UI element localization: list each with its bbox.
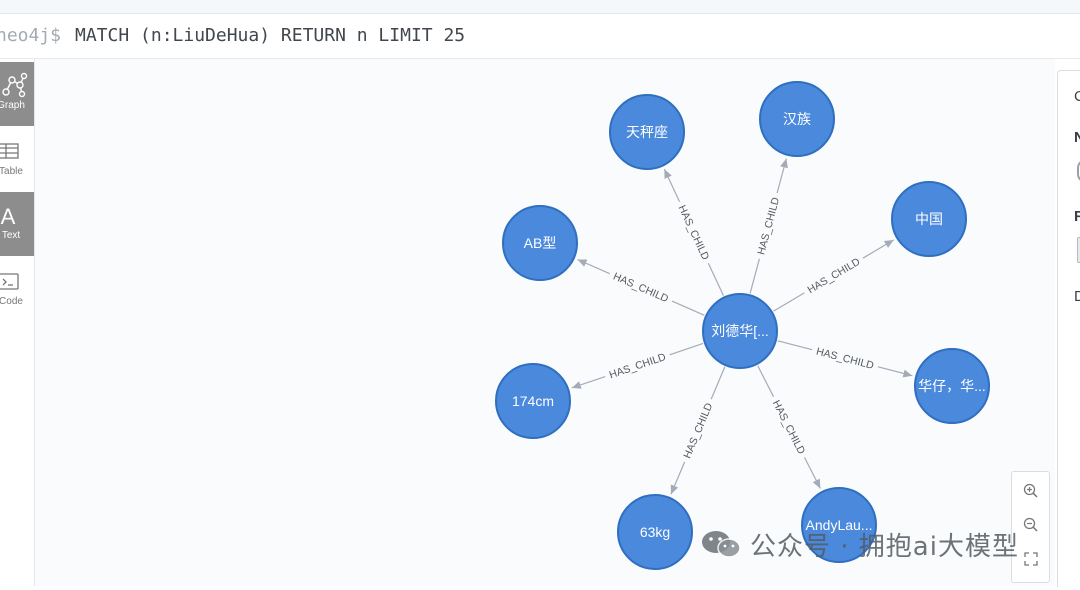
graph-node-label: AB型 <box>524 235 557 251</box>
relationship-line[interactable] <box>777 340 813 351</box>
zoom-in-icon <box>1023 483 1038 498</box>
relationship-line[interactable] <box>669 342 704 356</box>
graph-node-center[interactable] <box>702 293 778 369</box>
zoom-out-button[interactable] <box>1012 508 1049 542</box>
relationship-label: HAS_CHILD <box>815 346 875 372</box>
relationship-arrow[interactable] <box>571 376 606 389</box>
relationship-label: HAS_CHILD <box>770 398 808 456</box>
tab-code-label: Code <box>0 296 23 307</box>
query-text[interactable]: MATCH (n:LiuDeHua) RETURN n LIMIT 25 <box>75 25 466 46</box>
watermark: 公众号 · 拥抱ai大模型 <box>700 524 1019 564</box>
graph-node-center-label: 刘德华[... <box>711 323 769 339</box>
graph-node[interactable] <box>495 363 571 439</box>
relationship-label: HAS_CHILD <box>676 203 712 262</box>
relationship-line[interactable] <box>671 300 705 316</box>
fit-button[interactable] <box>1012 542 1049 576</box>
graph-icon <box>0 70 34 100</box>
relationship-arrow[interactable] <box>577 258 611 275</box>
inspector-panel: C N R D <box>1057 70 1080 587</box>
graph-node-label: 174cm <box>512 393 554 409</box>
relationship-arrow[interactable] <box>877 366 913 378</box>
inspector-letter-d: D <box>1074 288 1080 305</box>
graph-node[interactable] <box>801 487 877 563</box>
relationship-label: HAS_CHILD <box>805 256 862 297</box>
relationship-arrow[interactable] <box>862 239 895 259</box>
zoom-controls <box>1011 471 1050 583</box>
watermark-text: 公众号 · 拥抱ai大模型 <box>750 531 1019 562</box>
table-icon <box>0 136 34 166</box>
tab-text-label: Text <box>1 230 21 241</box>
inspector-letter-n: N <box>1074 129 1080 146</box>
relationship-label: HAS_CHILD <box>755 196 782 256</box>
relationship-line[interactable] <box>710 366 726 400</box>
tab-table-label: Table <box>0 166 23 177</box>
graph-node-label: 华仔，华... <box>918 378 986 394</box>
view-switcher: Graph Table A Text <box>0 59 35 586</box>
relationship-label: HAS_CHILD <box>611 271 670 306</box>
relationship-line[interactable] <box>757 365 775 398</box>
code-icon <box>0 266 34 296</box>
tab-graph[interactable]: Graph <box>0 62 34 126</box>
relationship-arrow[interactable] <box>803 457 821 489</box>
inspector-letter-r: R <box>1074 208 1080 225</box>
tab-graph-label: Graph <box>0 100 25 111</box>
graph-node[interactable] <box>891 181 967 257</box>
zoom-out-icon <box>1023 517 1038 532</box>
graph-node[interactable] <box>502 205 578 281</box>
graph-node[interactable] <box>609 94 685 170</box>
graph-node-label: 天秤座 <box>626 124 668 140</box>
relationship-line[interactable] <box>707 262 725 296</box>
tab-text[interactable]: A Text <box>0 192 34 256</box>
inspector-letter-c: C <box>1074 88 1080 105</box>
graph-node[interactable] <box>617 494 693 570</box>
graph-node[interactable] <box>759 81 835 157</box>
wechat-icon <box>702 531 741 558</box>
relationship-arrow[interactable] <box>776 158 788 194</box>
query-editor[interactable]: neo4j$ MATCH (n:LiuDeHua) RETURN n LIMIT… <box>0 14 1080 59</box>
relationship-label: HAS_CHILD <box>608 351 668 381</box>
graph-node[interactable] <box>914 348 990 424</box>
graph-node-label: 63kg <box>640 524 670 540</box>
relationship-line[interactable] <box>749 258 760 294</box>
svg-text:A: A <box>1 204 16 229</box>
zoom-in-button[interactable] <box>1012 474 1049 508</box>
text-icon: A <box>0 200 34 230</box>
relationship-arrow[interactable] <box>670 461 686 495</box>
relationship-arrow[interactable] <box>663 168 681 202</box>
inspector-rel-pill[interactable] <box>1077 237 1080 263</box>
top-strip <box>0 0 1080 14</box>
relationship-line[interactable] <box>773 292 805 312</box>
tab-table[interactable]: Table <box>0 128 34 192</box>
graph-node-label: 汉族 <box>783 111 811 127</box>
fit-icon <box>1023 552 1038 566</box>
tab-code[interactable]: Code <box>0 258 34 322</box>
relationship-label: HAS_CHILD <box>681 401 715 460</box>
graph-node-label: 中国 <box>915 211 943 227</box>
editor-prompt: neo4j$ <box>0 25 62 46</box>
graph-node-label: AndyLau... <box>806 517 873 533</box>
